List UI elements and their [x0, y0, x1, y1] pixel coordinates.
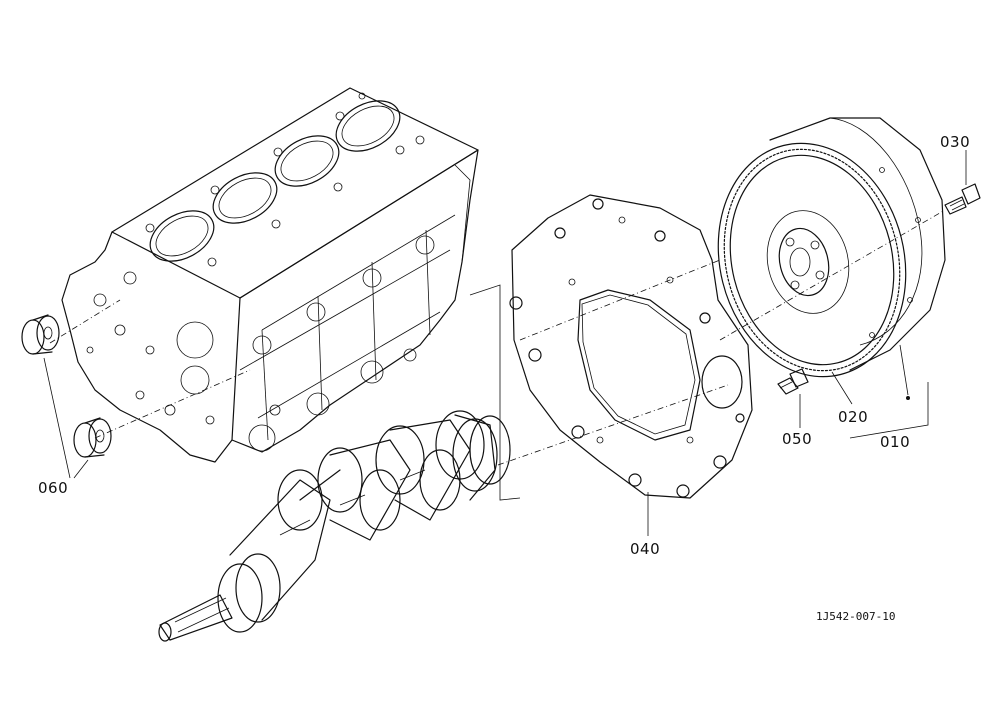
- centerline: [519, 259, 721, 341]
- leader-dot: [906, 396, 910, 400]
- flywheel-bolt: [944, 183, 981, 215]
- callout-050: 050: [782, 430, 813, 448]
- dowel-pin-upper: [21, 314, 60, 355]
- centerline: [497, 384, 729, 466]
- drawing-reference: 1J542-007-10: [816, 610, 896, 623]
- bracket: [469, 284, 521, 501]
- callout-040: 040: [630, 540, 661, 558]
- dowel-pin-lower: [73, 417, 112, 458]
- callout-030: 030: [940, 133, 971, 151]
- flywheel-housing-plate: [509, 194, 753, 499]
- engine-block: [61, 87, 479, 463]
- leader-060: [43, 357, 89, 479]
- leader-020-010: [831, 344, 929, 439]
- centerline: [49, 299, 121, 344]
- callout-020: 020: [838, 408, 869, 426]
- centerline: [94, 369, 251, 439]
- crankshaft: [158, 410, 511, 642]
- callout-010: 010: [880, 433, 911, 451]
- centerline: [719, 209, 946, 341]
- flywheel: [717, 117, 946, 378]
- plate-bolt: [777, 368, 809, 395]
- callout-060: 060: [38, 479, 69, 497]
